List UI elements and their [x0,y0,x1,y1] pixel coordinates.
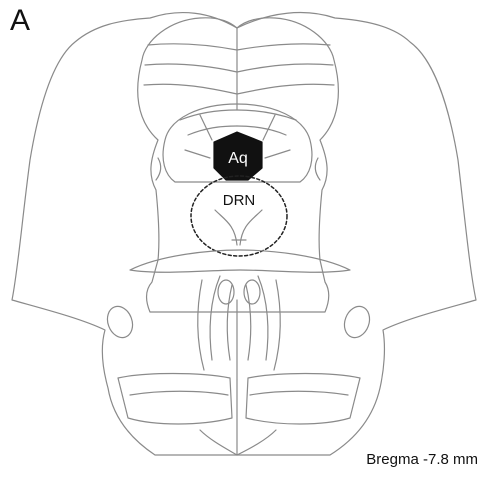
drn-label: DRN [223,192,256,209]
drn-boundary [191,176,287,256]
bregma-coordinate: Bregma -7.8 mm [366,452,478,467]
colliculus-layer [148,44,330,50]
pons-inner-line [237,430,276,455]
pons-inner-line [250,391,348,395]
transverse-band [130,250,350,272]
pag-radial [263,115,275,140]
pontine-oval [340,303,373,341]
aqueduct-label: Aq [228,150,248,167]
pons-lobe [246,374,360,425]
ventral-column [227,285,232,360]
section-outline [12,13,476,455]
pons-inner-line [200,430,237,455]
ventral-column [198,280,204,370]
colliculus-layer [144,84,334,94]
pag-arc [237,126,286,135]
ventral-nucleus [244,280,260,304]
ventral-column [274,280,280,370]
ventral-column [246,285,251,360]
pons-inner-line [130,391,228,395]
colliculus-layer [145,64,333,72]
pag-radial [200,115,212,140]
pons-lobe [118,374,232,425]
lateral-notch [315,158,320,180]
ventral-nucleus [218,280,234,304]
pag-radial [185,150,210,158]
pag-radial [265,150,290,158]
pag-arc [188,126,237,135]
lateral-notch [156,158,161,180]
pontine-oval [103,303,136,341]
panel-label: A [10,6,30,36]
